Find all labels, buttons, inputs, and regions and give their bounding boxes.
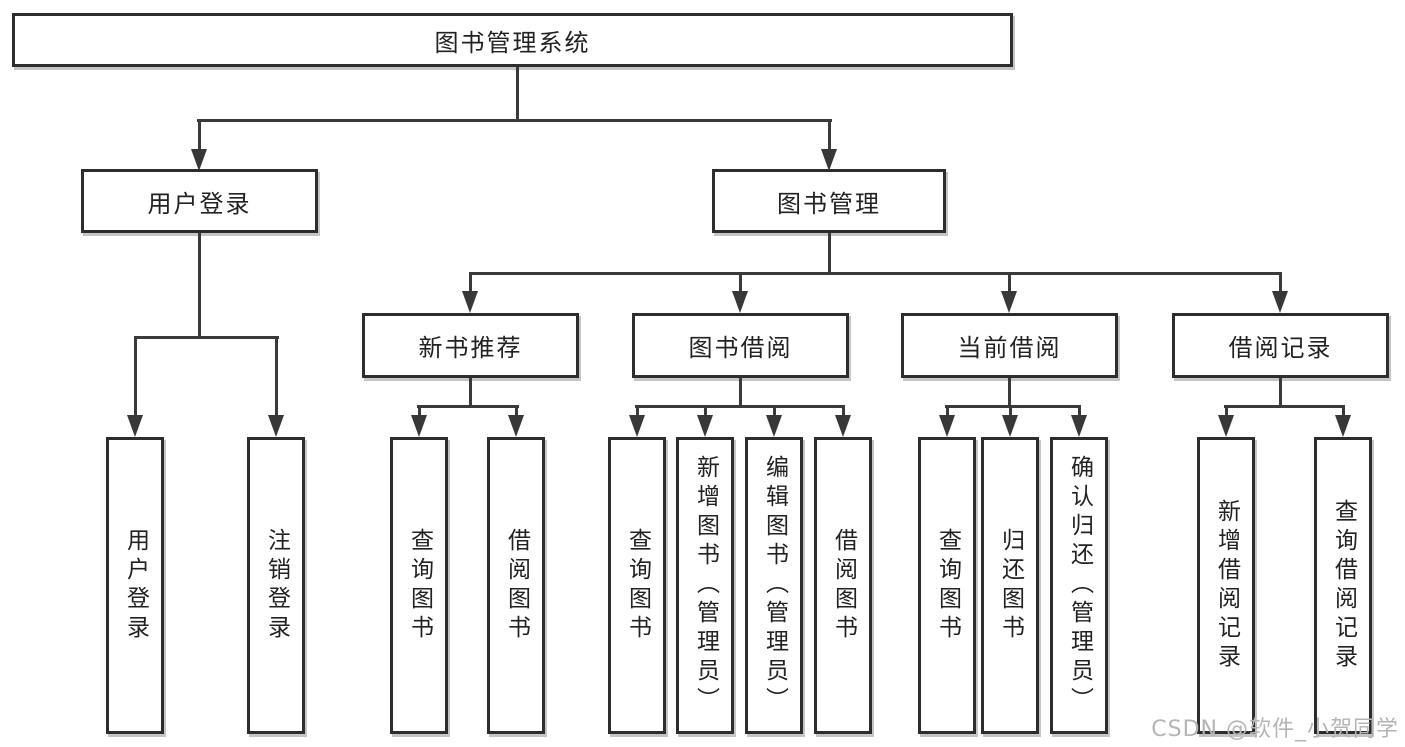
connector-line (1078, 405, 1081, 417)
connector-line (469, 272, 472, 292)
arrow-down-icon (821, 149, 837, 171)
watermark: CSDN @软件_小贺同学 (1151, 717, 1399, 742)
arrow-down-icon (1002, 415, 1018, 437)
leaf-recommend-query-books: 查询图书 (390, 437, 448, 734)
node-user-login: 用户登录 (81, 169, 318, 233)
node-book-borrowing: 图书借阅 (632, 313, 849, 378)
connector-line (1279, 378, 1282, 407)
connector-line (1008, 378, 1011, 407)
arrow-down-icon (939, 415, 955, 437)
leaf-user-login: 用户登录 (106, 437, 164, 734)
connector-line (198, 233, 201, 338)
node-current-borrowing: 当前借阅 (901, 313, 1118, 378)
connector-line (842, 405, 845, 417)
connector-line (198, 119, 201, 151)
arrow-down-icon (191, 149, 207, 171)
leaf-borrowing-query-books: 查询图书 (608, 437, 666, 734)
arrow-down-icon (508, 415, 524, 437)
arrow-down-icon (1001, 291, 1017, 313)
connector-line (516, 67, 519, 120)
leaf-recommend-borrow-books: 借阅图书 (487, 437, 545, 734)
leaf-records-add-borrow-record: 新增借阅记录 (1197, 437, 1255, 734)
node-book-management: 图书管理 (712, 169, 946, 233)
leaf-current-return-books: 归还图书 (981, 437, 1039, 734)
arrow-down-icon (1218, 415, 1234, 437)
connector-line (946, 405, 949, 417)
arrow-down-icon (835, 415, 851, 437)
connector-line (515, 405, 518, 417)
connector-line (636, 405, 639, 417)
connector-line (1225, 405, 1228, 417)
leaf-current-confirm-return-admin: 确认归还（管理员） (1050, 437, 1108, 734)
leaf-logout: 注销登录 (247, 437, 305, 734)
connector-line (134, 336, 137, 417)
connector-line (739, 378, 742, 407)
connector-line (1279, 272, 1282, 292)
connector-line (1008, 272, 1011, 292)
connector-line (197, 119, 832, 122)
arrow-down-icon (127, 415, 143, 437)
leaf-borrowing-borrow-books: 借阅图书 (814, 437, 872, 734)
connector-line (828, 119, 831, 151)
arrow-down-icon (766, 415, 782, 437)
arrow-down-icon (462, 291, 478, 313)
connector-line (1224, 405, 1345, 408)
arrow-down-icon (1272, 291, 1288, 313)
arrow-down-icon (411, 415, 427, 437)
arrow-down-icon (697, 415, 713, 437)
connector-line (134, 336, 279, 339)
arrow-down-icon (732, 291, 748, 313)
node-library-management-system: 图书管理系统 (12, 13, 1013, 67)
leaf-records-query-borrow-record: 查询借阅记录 (1314, 437, 1372, 734)
leaf-current-query-books: 查询图书 (918, 437, 976, 734)
connector-line (945, 405, 1081, 408)
connector-line (418, 405, 421, 417)
arrow-down-icon (1335, 415, 1351, 437)
leaf-borrowing-add-book-admin: 新增图书（管理员） (676, 437, 734, 734)
arrow-down-icon (1071, 415, 1087, 437)
node-new-book-recommend: 新书推荐 (362, 313, 579, 378)
connector-line (739, 272, 742, 292)
connector-line (1342, 405, 1345, 417)
node-borrowing-records: 借阅记录 (1172, 313, 1389, 378)
arrow-down-icon (629, 415, 645, 437)
arrow-down-icon (268, 415, 284, 437)
connector-line (417, 405, 519, 408)
connector-line (469, 272, 1282, 275)
connector-line (275, 336, 278, 417)
leaf-borrowing-edit-book-admin: 编辑图书（管理员） (745, 437, 803, 734)
connector-line (773, 405, 776, 417)
connector-line (828, 233, 831, 274)
connector-line (635, 405, 845, 408)
connector-line (704, 405, 707, 417)
connector-line (1009, 405, 1012, 417)
connector-line (469, 378, 472, 407)
